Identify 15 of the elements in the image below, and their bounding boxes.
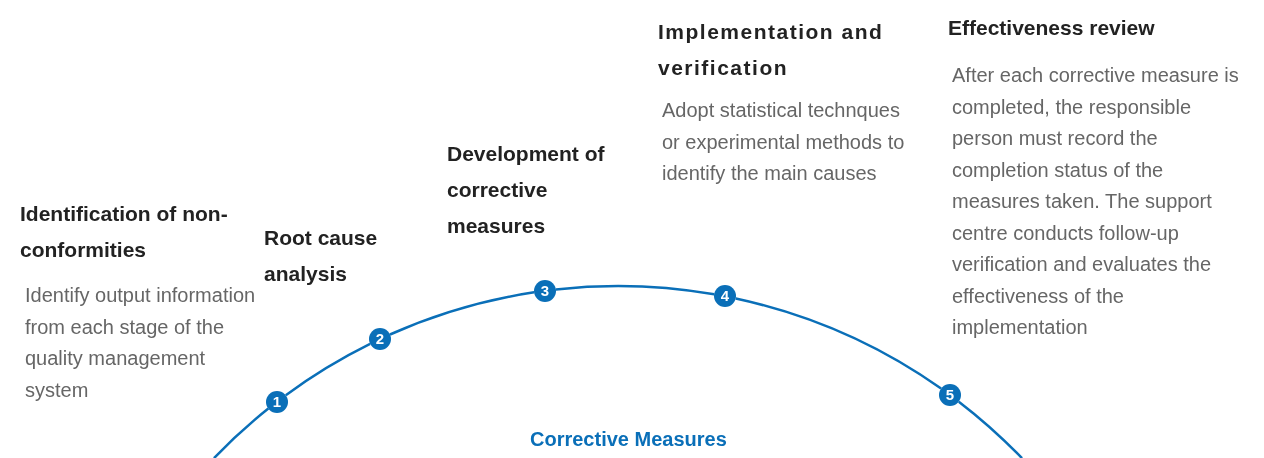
step-description: After each corrective measure is completed, the responsible person must record the completion status of the measures taken. The support centre conducts follow-up verification and evaluates the effectiveness of the implementation <box>952 63 1240 340</box>
arc-connector <box>735 297 942 390</box>
step-heading: Root cause analysis <box>264 225 379 287</box>
arc-connector <box>555 285 715 296</box>
arc-connector <box>389 291 535 336</box>
step-description: Identify output information from each stage of the quality management system <box>25 283 257 403</box>
step-heading: Implementation and verification <box>658 19 885 81</box>
arc-connector <box>213 407 270 458</box>
step-heading: Effectiveness review <box>948 15 1156 41</box>
diagram-title: Corrective Measures <box>530 427 727 452</box>
step-heading: Development of corrective measures <box>447 141 606 239</box>
step-heading: Identification of non-conformities <box>20 201 229 263</box>
arc-connector <box>958 400 1023 458</box>
arc-connector <box>285 342 371 397</box>
step-description: Adopt statistical technques or experimental methods to identify the main causes <box>662 98 906 186</box>
